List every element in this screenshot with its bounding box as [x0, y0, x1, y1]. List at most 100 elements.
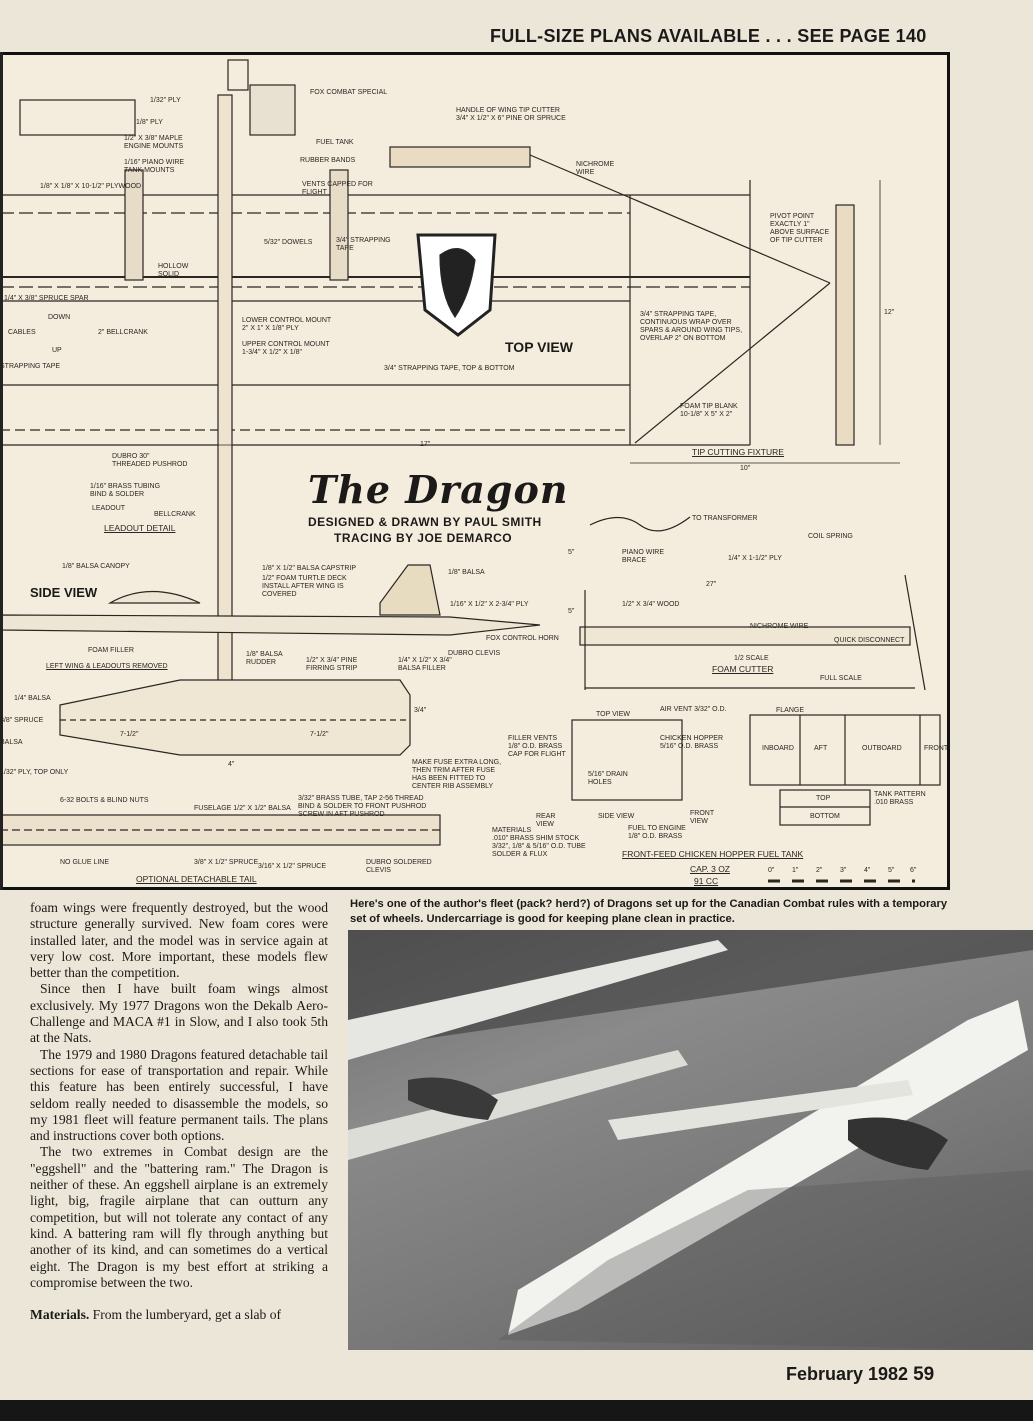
label-spruce-38: 3/8" x 1/2" SPRUCE [194, 859, 259, 866]
label-bellcrank2: BELLCRANK [154, 511, 196, 518]
scale-tick-5: 5" [888, 867, 895, 874]
label-fox: FOX COMBAT SPECIAL [310, 89, 388, 96]
label-cables: CABLES [8, 329, 36, 336]
label-balsa-18: 1/8" BALSA [448, 569, 485, 576]
label-ply-18: 1/8" PLY [136, 119, 163, 126]
tracing-by: TRACING BY JOE DEMARCO [334, 531, 513, 545]
label-front-view: FRONT VIEW [690, 810, 715, 825]
label-drain-holes: 5/16" DRAIN HOLES [588, 771, 628, 786]
label-brass-tubing: 1/16" BRASS TUBING BIND & SOLDER [90, 483, 161, 498]
label-no-glue: NO GLUE LINE [60, 859, 110, 866]
materials-text: From the lumberyard, get a slab of [89, 1307, 282, 1323]
label-tip-blank: FOAM TIP BLANK 10-1/8" x 5" x 2" [680, 403, 738, 418]
fuel-tank-cap: CAP. 3 OZ [690, 864, 730, 874]
label-foam-filler: FOAM FILLER [88, 647, 134, 654]
dim-3-4: 3/4" [414, 707, 427, 714]
label-flange: FLANGE [776, 707, 805, 714]
label-ply-132: 1/32" PLY [150, 97, 181, 104]
scale-tick-4: 4" [864, 867, 871, 874]
label-turtle-deck: 1/2" FOAM TURTLE DECK INSTALL AFTER WING… [262, 575, 347, 598]
label-spruce-spar: 1/4" x 3/8" SPRUCE SPAR [4, 295, 89, 302]
label-ply-top: 1/32" PLY, TOP ONLY [0, 769, 69, 776]
scan-edge [0, 1400, 1033, 1421]
article-paragraph: Since then I have built foam wings almos… [30, 981, 328, 1046]
airplane-photo-image [348, 930, 1033, 1350]
dim-27: 27" [706, 581, 717, 588]
label-ply-side: 1/16" x 1/2" x 2-3/4" PLY [450, 601, 529, 608]
label-soldered-clevis: DUBRO SOLDERED CLEVIS [366, 859, 432, 874]
label-hollow-solid: HOLLOW SOLID [158, 263, 189, 278]
label-to-transformer: TO TRANSFORMER [692, 515, 758, 522]
plan-title: The Dragon [308, 467, 569, 512]
label-hopper: CHICKEN HOPPER 5/16" O.D. BRASS [660, 735, 724, 750]
page-footer: February 1982 59 [786, 1364, 934, 1386]
label-handle: HANDLE OF WING TIP CUTTER 3/4" x 1/2" x … [456, 107, 566, 122]
label-top-view-tank: TOP VIEW [596, 711, 630, 718]
label-upper-mount: UPPER CONTROL MOUNT 1-3/4" x 1/2" x 1/8" [242, 341, 330, 356]
label-piano-wire: 1/16" PIANO WIRE TANK MOUNTS [124, 159, 185, 174]
label-materials: MATERIALS .010" BRASS SHIM STOCK 3/32", … [492, 827, 586, 858]
plans-available-header: FULL-SIZE PLANS AVAILABLE . . . SEE PAGE… [490, 26, 927, 46]
label-inboard: INBOARD [762, 745, 794, 752]
article-paragraph: The two extremes in Combat design are th… [30, 1144, 328, 1290]
airplane-photo [348, 930, 1033, 1350]
dim-7-5a: 7-1/2" [120, 731, 139, 738]
label-dubro-clevis: DUBRO CLEVIS [448, 650, 501, 657]
label-rubber-bands: RUBBER BANDS [300, 157, 356, 164]
label-fuselage: FUSELAGE 1/2" x 1/2" BALSA [194, 805, 291, 812]
label-brass-tube: 3/32" BRASS TUBE, TAP 2-56 THREAD BIND &… [298, 795, 427, 818]
label-balsa-14: 1/4" BALSA [14, 695, 51, 702]
label-capstrip: 1/8" x 1/2" BALSA CAPSTRIP [262, 565, 357, 572]
label-maple: 1/2" x 3/8" MAPLE ENGINE MOUNTS [124, 135, 184, 150]
label-bellcrank: 2" BELLCRANK [98, 329, 148, 336]
label-lower-mount: LOWER CONTROL MOUNT 2" x 1" x 1/8" PLY [242, 317, 332, 332]
dim-10: 10" [740, 465, 751, 472]
label-nichrome: NICHROME WIRE [576, 161, 615, 176]
label-tank-pattern: TANK PATTERN .010 BRASS [874, 791, 926, 806]
article-paragraph: foam wings were frequently destroyed, bu… [30, 900, 328, 981]
label-wood: 1/2" x 3/4" WOOD [622, 601, 680, 608]
full-scale-label: FULL SCALE [820, 675, 862, 682]
plan-drawing: 1/32" PLY 1/8" PLY 1/2" x 3/8" MAPLE ENG… [0, 52, 950, 890]
label-make-fuse: MAKE FUSE EXTRA LONG, THEN TRIM AFTER FU… [412, 759, 502, 790]
dim-7-5b: 7-1/2" [310, 731, 329, 738]
side-view-label: SIDE VIEW [30, 585, 98, 600]
scale-tick-2: 2" [816, 867, 823, 874]
label-nichrome-wire: NICHROME WIRE [750, 623, 809, 630]
label-quick-disconnect: QUICK DISCONNECT [834, 637, 905, 644]
scale-tick-3: 3" [840, 867, 847, 874]
left-wing-removed-label: LEFT WING & LEADOUTS REMOVED [46, 663, 168, 670]
label-fox-horn: FOX CONTROL HORN [486, 635, 559, 642]
leadout-detail-label: LEADOUT DETAIL [104, 523, 176, 533]
label-pushrod: DUBRO 30" THREADED PUSHROD [112, 453, 188, 468]
plan-linework [0, 59, 941, 883]
materials-paragraph: Materials. From the lumberyard, get a sl… [30, 1307, 328, 1323]
label-fuel-tank: FUEL TANK [316, 139, 354, 146]
label-strapping-top-bottom: 3/4" STRAPPING TAPE, TOP & BOTTOM [384, 365, 515, 372]
label-canopy: 1/8" BALSA CANOPY [62, 563, 130, 570]
dim-4: 4" [228, 761, 235, 768]
page-number: 59 [913, 1364, 935, 1385]
label-leadout: LEADOUT [92, 505, 126, 512]
label-to-engine: FUEL TO ENGINE 1/8" O.D. BRASS [628, 825, 686, 840]
scale-tick-6: 6" [910, 867, 917, 874]
dim-5a: 5" [568, 549, 575, 556]
foam-cutter-label: FOAM CUTTER [712, 664, 774, 674]
label-front: FRONT [924, 745, 949, 752]
label-down: DOWN [48, 314, 71, 321]
label-vents: VENTS CAPPED FOR FLIGHT [302, 181, 373, 196]
label-coil-spring: COIL SPRING [808, 533, 853, 540]
designed-by: DESIGNED & DRAWN BY PAUL SMITH [308, 515, 542, 529]
label-piano-brace: PIANO WIRE BRACE [622, 549, 665, 564]
label-plywood: 1/8" x 1/8" x 10-1/2" PLYWOOD [40, 183, 142, 190]
label-bolts: 6-32 BOLTS & BLIND NUTS [60, 797, 149, 804]
label-up: UP [52, 347, 62, 354]
tip-cutting-fixture-label: TIP CUTTING FIXTURE [692, 447, 784, 457]
label-strapping-continuous: 3/4" STRAPPING TAPE, CONTINUOUS WRAP OVE… [640, 311, 743, 342]
label-spruce: 3/8" SPRUCE [0, 717, 44, 724]
label-filler-vents: FILLER VENTS 1/8" O.D. BRASS CAP FOR FLI… [508, 735, 566, 758]
label-top: TOP [816, 795, 831, 802]
issue-date: February 1982 [786, 1364, 909, 1384]
foam-cutter-scale: 1/2 SCALE [734, 655, 769, 662]
label-balsa-filler: 1/4" x 1/2" x 3/4" BALSA FILLER [398, 657, 452, 672]
